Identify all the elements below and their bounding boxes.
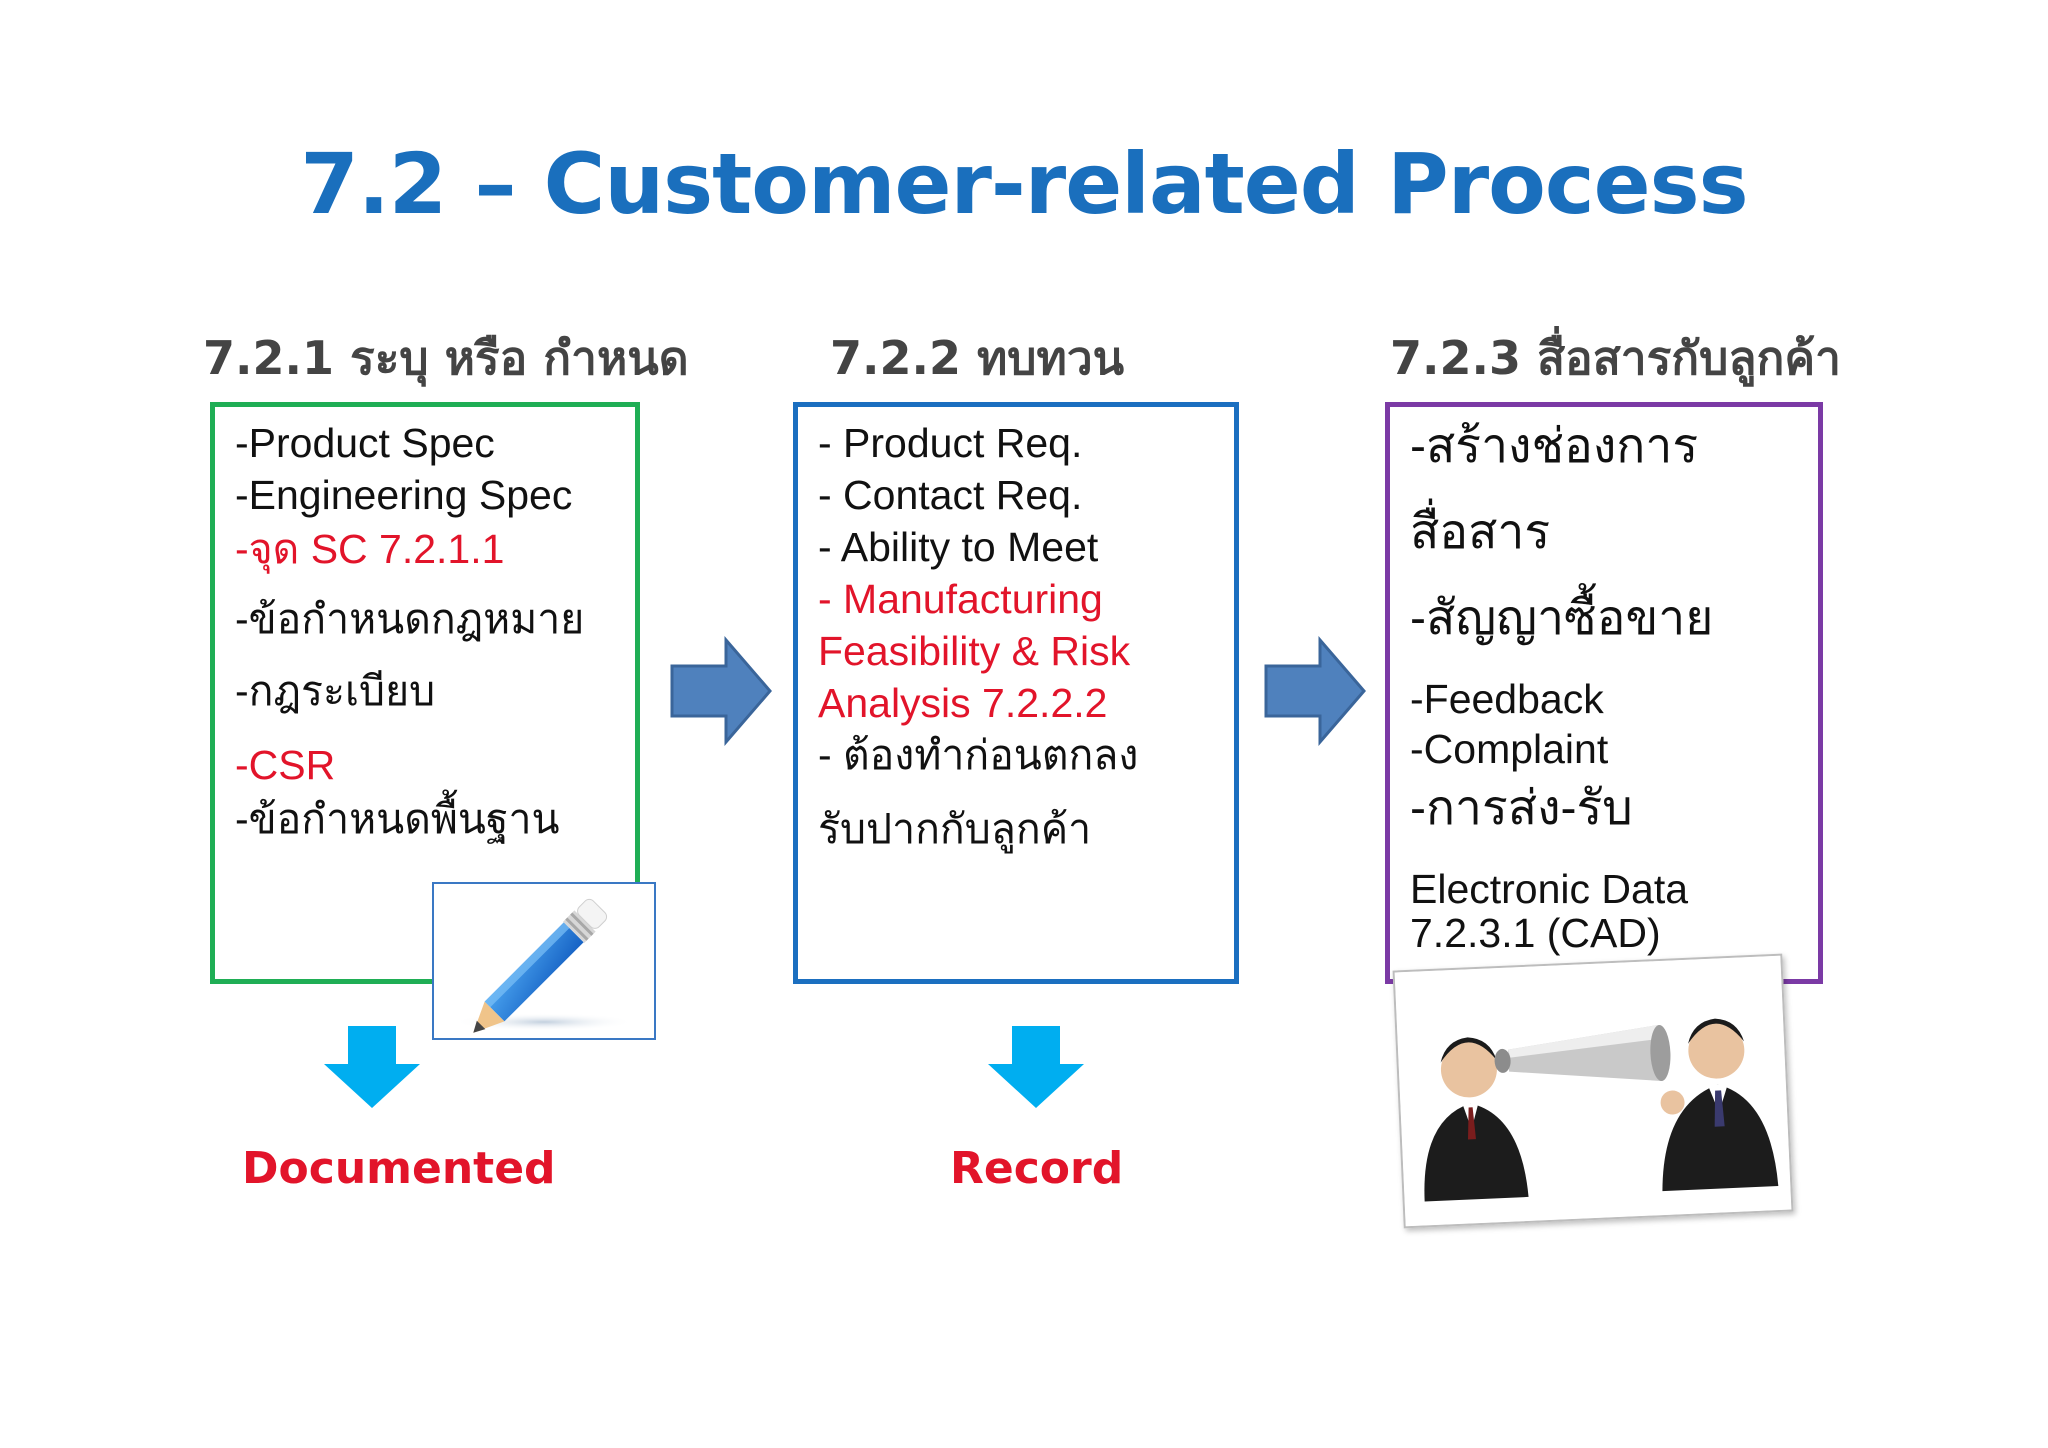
pencil-image: [432, 882, 656, 1040]
list-item: -CSR: [235, 742, 336, 788]
heading-7-2-2: 7.2.2 ทบทวน: [830, 331, 1125, 385]
heading-7-2-1: 7.2.1 ระบุ หรือ กำหนด: [203, 331, 689, 385]
pencil-icon: [454, 898, 634, 1033]
list-item: 7.2.3.1 (CAD): [1410, 910, 1661, 956]
list-item: -Engineering Spec: [235, 472, 573, 518]
list-item: -Feedback: [1410, 676, 1604, 722]
megaphone-people-photo: [1394, 955, 1792, 1227]
list-item: -สร้างช่องการ: [1410, 420, 1699, 473]
list-item: -Complaint: [1410, 726, 1609, 772]
list-item: - Contact Req.: [818, 472, 1083, 518]
arrow-right-icon: [1264, 636, 1366, 746]
list-item: - ต้องทำก่อนตกลง: [818, 732, 1139, 778]
outcome-record: Record: [950, 1143, 1124, 1194]
list-item: Analysis 7.2.2.2: [818, 680, 1108, 726]
list-item: - Ability to Meet: [818, 524, 1099, 570]
list-item: -Product Spec: [235, 420, 495, 466]
list-item: -สัญญาซื้อขาย: [1410, 592, 1714, 645]
arrow-down-icon: [324, 1026, 420, 1108]
list-item: - Product Req.: [818, 420, 1083, 466]
list-item: -จุด SC 7.2.1.1: [235, 526, 505, 572]
list-item: -กฎระเบียบ: [235, 668, 436, 714]
box-identify-requirements: -Product Spec -Engineering Spec -จุด SC …: [210, 402, 640, 984]
page-title: 7.2 – Customer-related Process: [300, 135, 1748, 233]
list-item: รับปากกับลูกค้า: [818, 806, 1092, 852]
list-item: Electronic Data: [1410, 866, 1689, 912]
heading-7-2-3: 7.2.3 สื่อสารกับลูกค้า: [1390, 331, 1841, 385]
box-customer-communication: -สร้างช่องการ สื่อสาร -สัญญาซื้อขาย -Fee…: [1385, 402, 1823, 984]
box-review-requirements: - Product Req. - Contact Req. - Ability …: [793, 402, 1239, 984]
list-item: Feasibility & Risk: [818, 628, 1131, 674]
arrow-down-icon: [988, 1026, 1084, 1108]
arrow-right-icon: [670, 636, 772, 746]
list-item: สื่อสาร: [1410, 506, 1551, 559]
list-item: -ข้อกำหนดพื้นฐาน: [235, 796, 560, 842]
list-item: - Manufacturing: [818, 576, 1103, 622]
communication-photo: [1392, 953, 1794, 1229]
list-item: -การส่ง-รับ: [1410, 782, 1633, 835]
list-item: -ข้อกำหนดกฎหมาย: [235, 596, 585, 642]
outcome-documented: Documented: [242, 1143, 556, 1194]
